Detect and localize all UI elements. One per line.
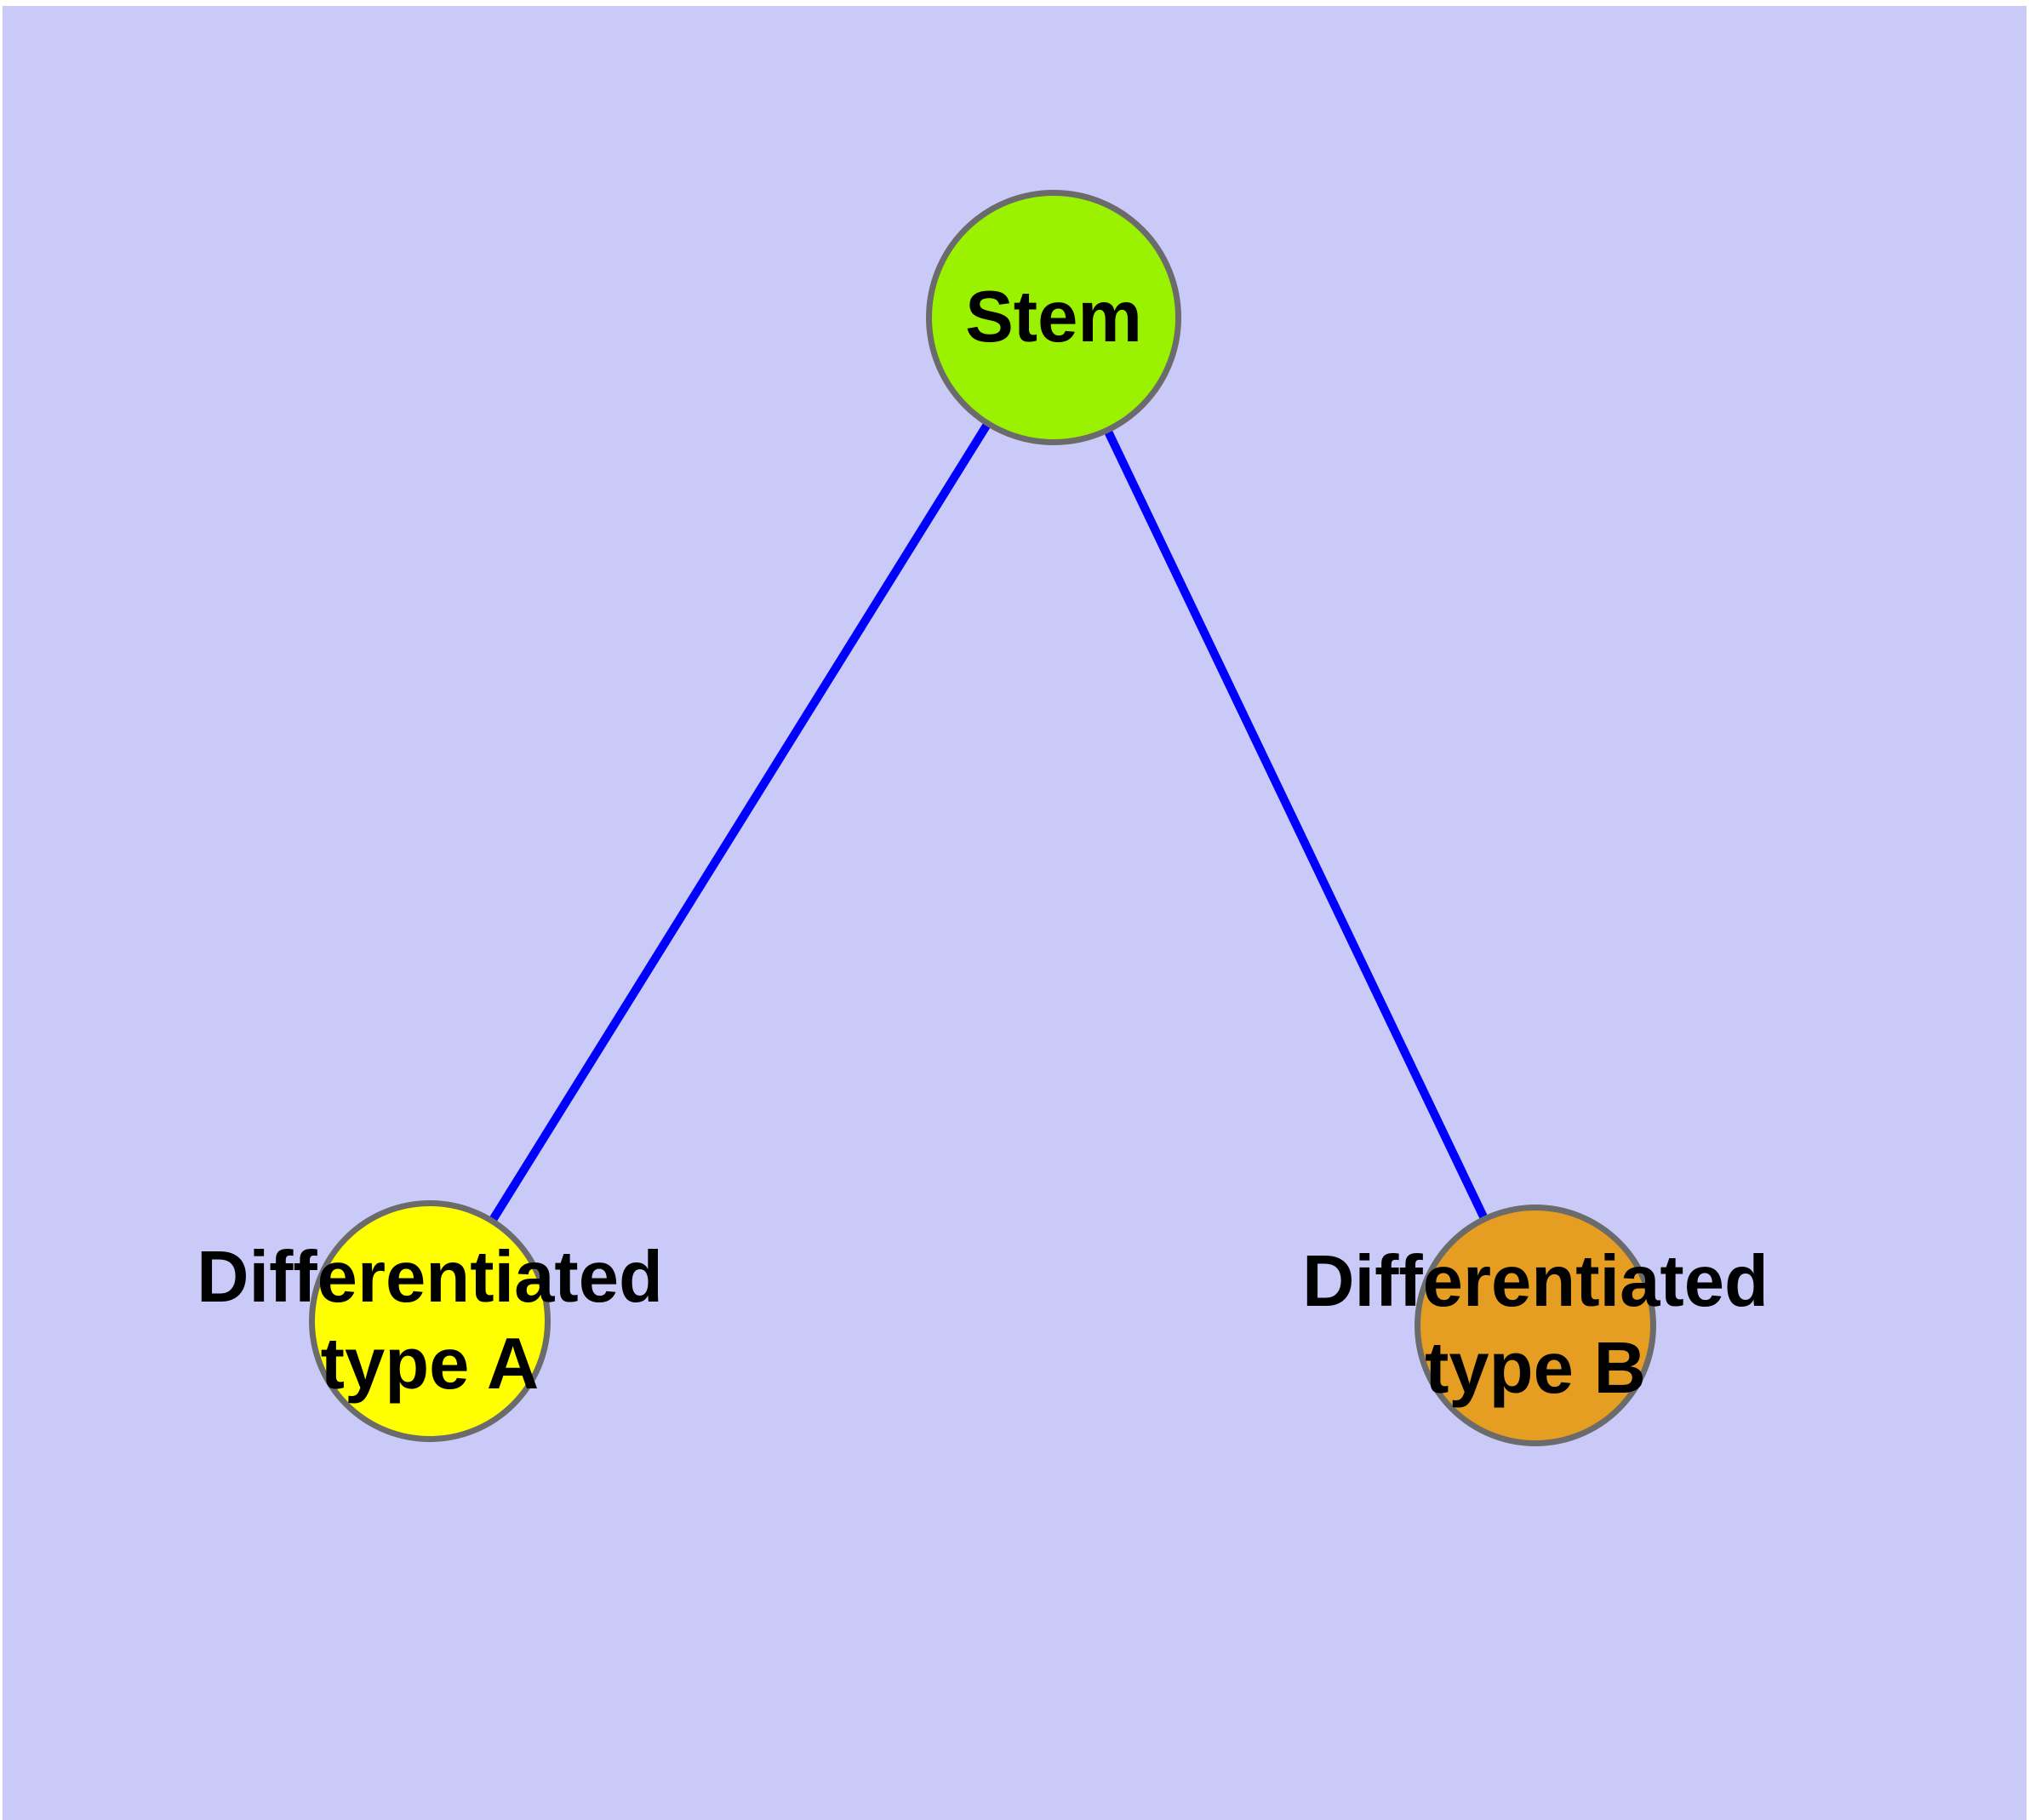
edge-stem-to-type-b (1049, 315, 1540, 1328)
node-circle-stem (926, 190, 1181, 445)
edge-layer (426, 315, 1540, 1328)
node-layer (309, 190, 1656, 1446)
node-circle-type-b (1415, 1205, 1656, 1446)
edge-stem-to-type-a (426, 315, 1058, 1324)
node-circle-type-a (309, 1200, 551, 1442)
